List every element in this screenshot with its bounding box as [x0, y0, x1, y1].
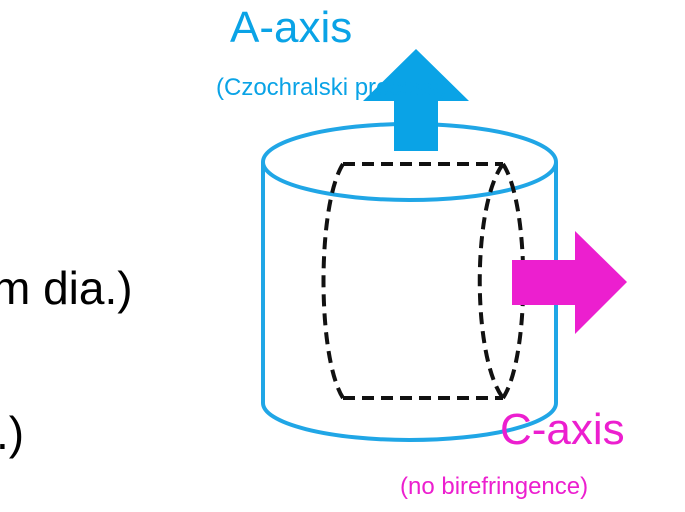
- body-text-line-1: m dia.): [0, 262, 133, 314]
- body-text-line-2: .): [0, 407, 25, 459]
- a-axis-title: A-axis: [230, 3, 353, 52]
- a-axis-subtitle: (Czochralski process): [216, 74, 447, 101]
- dashed-left-cap: [321, 162, 345, 400]
- c-axis-subtitle: (no birefringence): [400, 473, 589, 500]
- dashed-right-cap-back: [477, 162, 505, 400]
- a-axis-arrow: [363, 49, 469, 151]
- c-axis-title: C-axis: [500, 405, 625, 454]
- c-axis-arrow: [512, 231, 627, 334]
- cylinder-bottom-rim: [261, 402, 558, 442]
